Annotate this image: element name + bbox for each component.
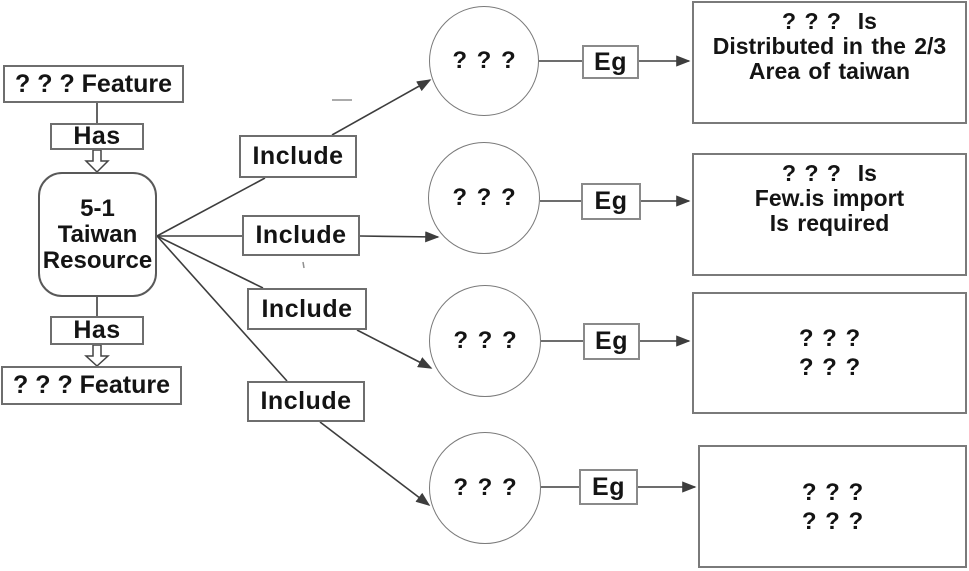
concept-circle-1: ? ? ?: [429, 6, 539, 116]
example-1-line-1: ? ? ? Is: [782, 8, 877, 34]
eg-label-2: Eg: [594, 187, 628, 215]
circle-label-4: ? ? ?: [453, 474, 517, 501]
eg-box-4: Eg: [579, 469, 638, 505]
eg-label-3: Eg: [595, 327, 628, 355]
example-2-line-2: Few.is import: [754, 185, 905, 211]
example-box-1: ? ? ? Is Distributed in the 2/3 Area of …: [692, 1, 967, 124]
eg-box-3: Eg: [583, 323, 640, 360]
include-box-1: Include: [239, 135, 357, 178]
include-label-2: Include: [255, 221, 347, 249]
node-line-3: Resource: [42, 246, 153, 274]
arrow-include2-circle2: [359, 231, 440, 243]
feature-bottom-box: ? ? ? Feature: [1, 366, 182, 405]
example-2-line-3: Is required: [769, 210, 890, 236]
has-top-box: Has: [50, 122, 144, 150]
include-label-3: Include: [261, 294, 353, 323]
eg-label-4: Eg: [592, 472, 625, 501]
has-top-label: Has: [73, 122, 121, 150]
example-1-line-3: Area of taiwan: [748, 58, 911, 84]
hollow-arrow-bottom: [84, 344, 110, 368]
example-1-line-2: Distributed in the 2/3: [712, 33, 947, 59]
example-box-4: ? ? ? ? ? ?: [698, 445, 967, 568]
circle-label-3: ? ? ?: [453, 327, 517, 354]
arrow-include1-circle1: [331, 79, 432, 136]
include-label-1: Include: [252, 142, 344, 170]
feature-top-box: ? ? ? Feature: [3, 65, 184, 103]
concept-circle-4: ? ? ?: [429, 432, 541, 544]
arrow-include3-circle3: [356, 329, 433, 369]
hollow-arrow-top: [84, 149, 110, 174]
link-node-include1: [156, 177, 266, 237]
concept-circle-3: ? ? ?: [429, 285, 541, 397]
concept-circle-2: ? ? ?: [428, 142, 540, 254]
taiwan-resource-node: 5-1 Taiwan Resource: [38, 172, 157, 297]
example-3-line-1: ? ? ?: [798, 325, 861, 352]
circle-label-1: ? ? ?: [452, 47, 516, 74]
has-bottom-box: Has: [50, 316, 144, 345]
node-line-2: Taiwan: [57, 220, 138, 248]
example-box-3: ? ? ? ? ? ?: [692, 292, 967, 414]
feature-top-label: ? ? ? Feature: [15, 69, 172, 98]
include-box-2: Include: [242, 215, 360, 256]
example-box-2: ? ? ? Is Few.is import Is required: [692, 153, 967, 276]
link-node-include3: [156, 235, 264, 289]
eg-label-1: Eg: [594, 47, 627, 76]
include-box-3: Include: [247, 288, 367, 330]
has-bottom-label: Has: [73, 316, 121, 344]
node-line-1: 5-1: [80, 194, 115, 222]
arrow-include4-circle4: [319, 421, 431, 506]
example-2-line-1: ? ? ? Is: [782, 160, 877, 186]
link-node-include4: [156, 235, 288, 382]
feature-bottom-label: ? ? ? Feature: [13, 371, 170, 399]
example-3-line-2: ? ? ?: [798, 354, 861, 381]
example-4-line-1: ? ? ?: [801, 478, 864, 506]
example-4-line-2: ? ? ?: [801, 507, 864, 535]
include-label-4: Include: [260, 387, 352, 415]
circle-label-2: ? ? ?: [452, 184, 516, 211]
eg-box-2: Eg: [581, 183, 641, 220]
include-box-4: Include: [247, 381, 365, 422]
stray-tick: [302, 261, 305, 269]
eg-box-1: Eg: [582, 45, 639, 79]
